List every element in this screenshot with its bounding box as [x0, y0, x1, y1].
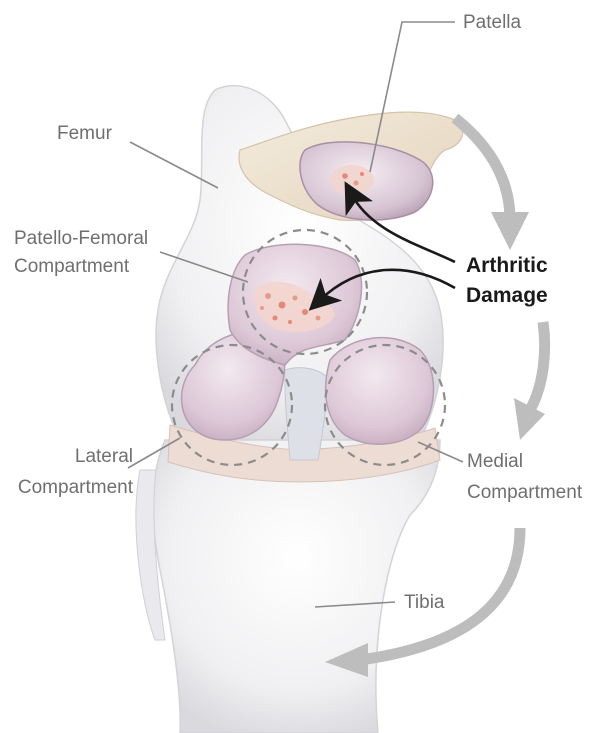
flow-arrowhead-top: [491, 212, 529, 250]
arthritic-damage-label-line1: Arthritic: [466, 254, 548, 277]
medial-label-line1: Medial: [467, 451, 523, 472]
lateral-label-line2: Compartment: [18, 477, 134, 498]
femur-label: Femur: [57, 123, 113, 144]
patello-femoral-label-line2: Compartment: [14, 256, 130, 277]
patella-label: Patella: [463, 12, 522, 33]
tibia-label: Tibia: [404, 592, 445, 613]
patella-damage: [330, 165, 374, 195]
medial-label-line2: Compartment: [467, 482, 583, 503]
flow-arrow-middle: [530, 322, 545, 410]
patello-femoral-label-line1: Patello-Femoral: [14, 228, 148, 249]
tibia-bone: [153, 440, 440, 733]
lateral-label-line1: Lateral: [75, 446, 133, 467]
arthritic-damage-label-line2: Damage: [466, 284, 548, 307]
